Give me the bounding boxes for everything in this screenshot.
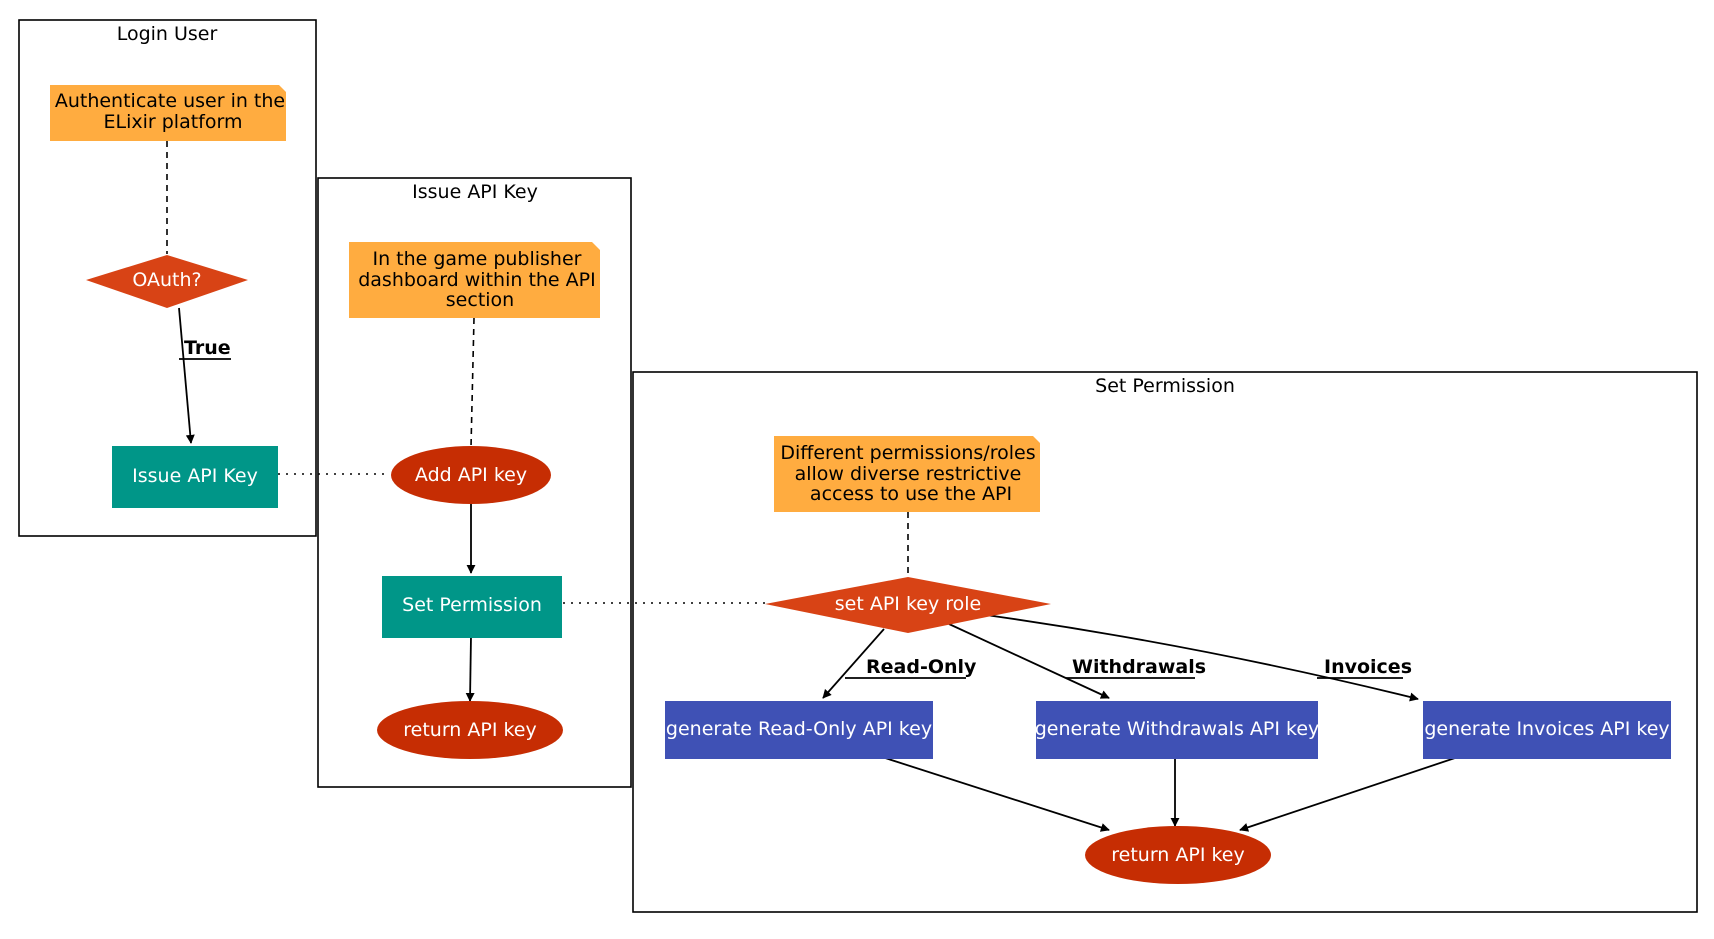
note-link-publisher <box>470 317 475 448</box>
process-generate-invoices-shape <box>1423 701 1671 759</box>
note-publisher-line-3: section <box>446 289 514 311</box>
terminal-add-api-key-shape <box>391 446 551 504</box>
cluster-set-permission-title: Set Permission <box>1095 375 1235 397</box>
note-publisher-shape <box>349 242 600 318</box>
note-permissions-shape <box>774 436 1040 512</box>
process-issue-api-key-shape <box>112 446 278 508</box>
terminal-return-api-key-1-shape <box>377 701 563 759</box>
edge-role-to-readonly <box>822 628 885 699</box>
process-issue-api-key: Issue API Key <box>112 446 278 508</box>
cluster-issue-api-key-title: Issue API Key <box>412 181 538 203</box>
process-generate-invoices-label: generate Invoices API key <box>1424 718 1669 740</box>
note-permissions-line-2: allow diverse restrictive <box>795 463 1022 485</box>
note-authenticate-line-2: ELixir platform <box>104 111 243 133</box>
edge-label-read-only: Read-Only <box>866 656 977 678</box>
terminal-return-api-key-2-shape <box>1085 826 1271 884</box>
process-generate-read-only-shape <box>665 701 933 759</box>
edge-oauth-to-issue <box>178 307 195 444</box>
terminal-return-api-key-2-label: return API key <box>1111 844 1245 866</box>
decision-oauth: OAuth? <box>86 255 248 308</box>
process-generate-read-only-label: generate Read-Only API key <box>666 718 932 740</box>
note-permissions-line-3: access to use the API <box>810 483 1012 505</box>
decision-oauth-label: OAuth? <box>132 269 201 291</box>
cluster-set-permission: Set Permission <box>632 371 1698 913</box>
note-authenticate: Authenticate user in the ELixir platform <box>50 85 291 141</box>
cluster-login-user: Login User <box>18 19 317 537</box>
edge-label-invoices: Invoices <box>1324 656 1412 678</box>
note-authenticate-text: Authenticate user in the ELixir platform <box>55 90 291 133</box>
edge-role-to-invoices <box>985 614 1419 702</box>
terminal-return-api-key-1-label: return API key <box>403 719 537 741</box>
cluster-login-user-title: Login User <box>117 23 218 45</box>
process-generate-invoices: generate Invoices API key <box>1423 701 1671 759</box>
terminal-return-api-key-2: return API key <box>1085 826 1271 884</box>
note-publisher-line-1: In the game publisher <box>372 248 581 270</box>
process-set-permission-label: Set Permission <box>402 594 542 616</box>
edge-label-withdrawals: Withdrawals <box>1072 656 1206 678</box>
process-generate-withdrawals-label: generate Withdrawals API key <box>1035 718 1320 740</box>
terminal-return-api-key-1: return API key <box>377 701 563 759</box>
edge-readonly-to-return <box>881 756 1110 832</box>
process-set-permission: Set Permission <box>382 576 562 638</box>
cluster-issue-api-key: Issue API Key <box>317 177 632 788</box>
note-authenticate-line-1: Authenticate user in the <box>55 90 285 112</box>
note-publisher-text: In the game publisher dashboard within t… <box>358 248 602 311</box>
process-set-permission-shape <box>382 576 562 638</box>
note-publisher-line-2: dashboard within the API <box>358 269 596 291</box>
process-generate-withdrawals-shape <box>1036 701 1318 759</box>
edge-role-to-withdrawals <box>948 623 1110 699</box>
note-permissions-text: Different permissions/roles allow divers… <box>780 442 1041 505</box>
note-authenticate-shape <box>50 85 286 141</box>
edge-invoices-to-return <box>1239 756 1459 832</box>
decision-set-api-key-role: set API key role <box>765 577 1051 633</box>
note-permissions-line-1: Different permissions/roles <box>780 442 1035 464</box>
note-permissions: Different permissions/roles allow divers… <box>774 436 1041 512</box>
process-issue-api-key-label: Issue API Key <box>132 465 258 487</box>
process-generate-read-only: generate Read-Only API key <box>665 701 933 759</box>
edge-label-true: True <box>184 337 231 359</box>
cluster-login-user-box <box>18 19 317 537</box>
terminal-add-api-key-label: Add API key <box>415 464 527 486</box>
cluster-set-permission-box <box>632 371 1698 913</box>
cluster-issue-api-key-box <box>317 177 632 788</box>
decision-oauth-shape <box>86 255 248 308</box>
terminal-add-api-key: Add API key <box>391 446 551 504</box>
edge-setperm-to-return <box>465 635 475 702</box>
process-generate-withdrawals: generate Withdrawals API key <box>1035 701 1320 759</box>
note-publisher: In the game publisher dashboard within t… <box>349 242 602 318</box>
decision-set-api-key-role-label: set API key role <box>835 593 981 615</box>
decision-set-api-key-role-shape <box>765 577 1051 633</box>
